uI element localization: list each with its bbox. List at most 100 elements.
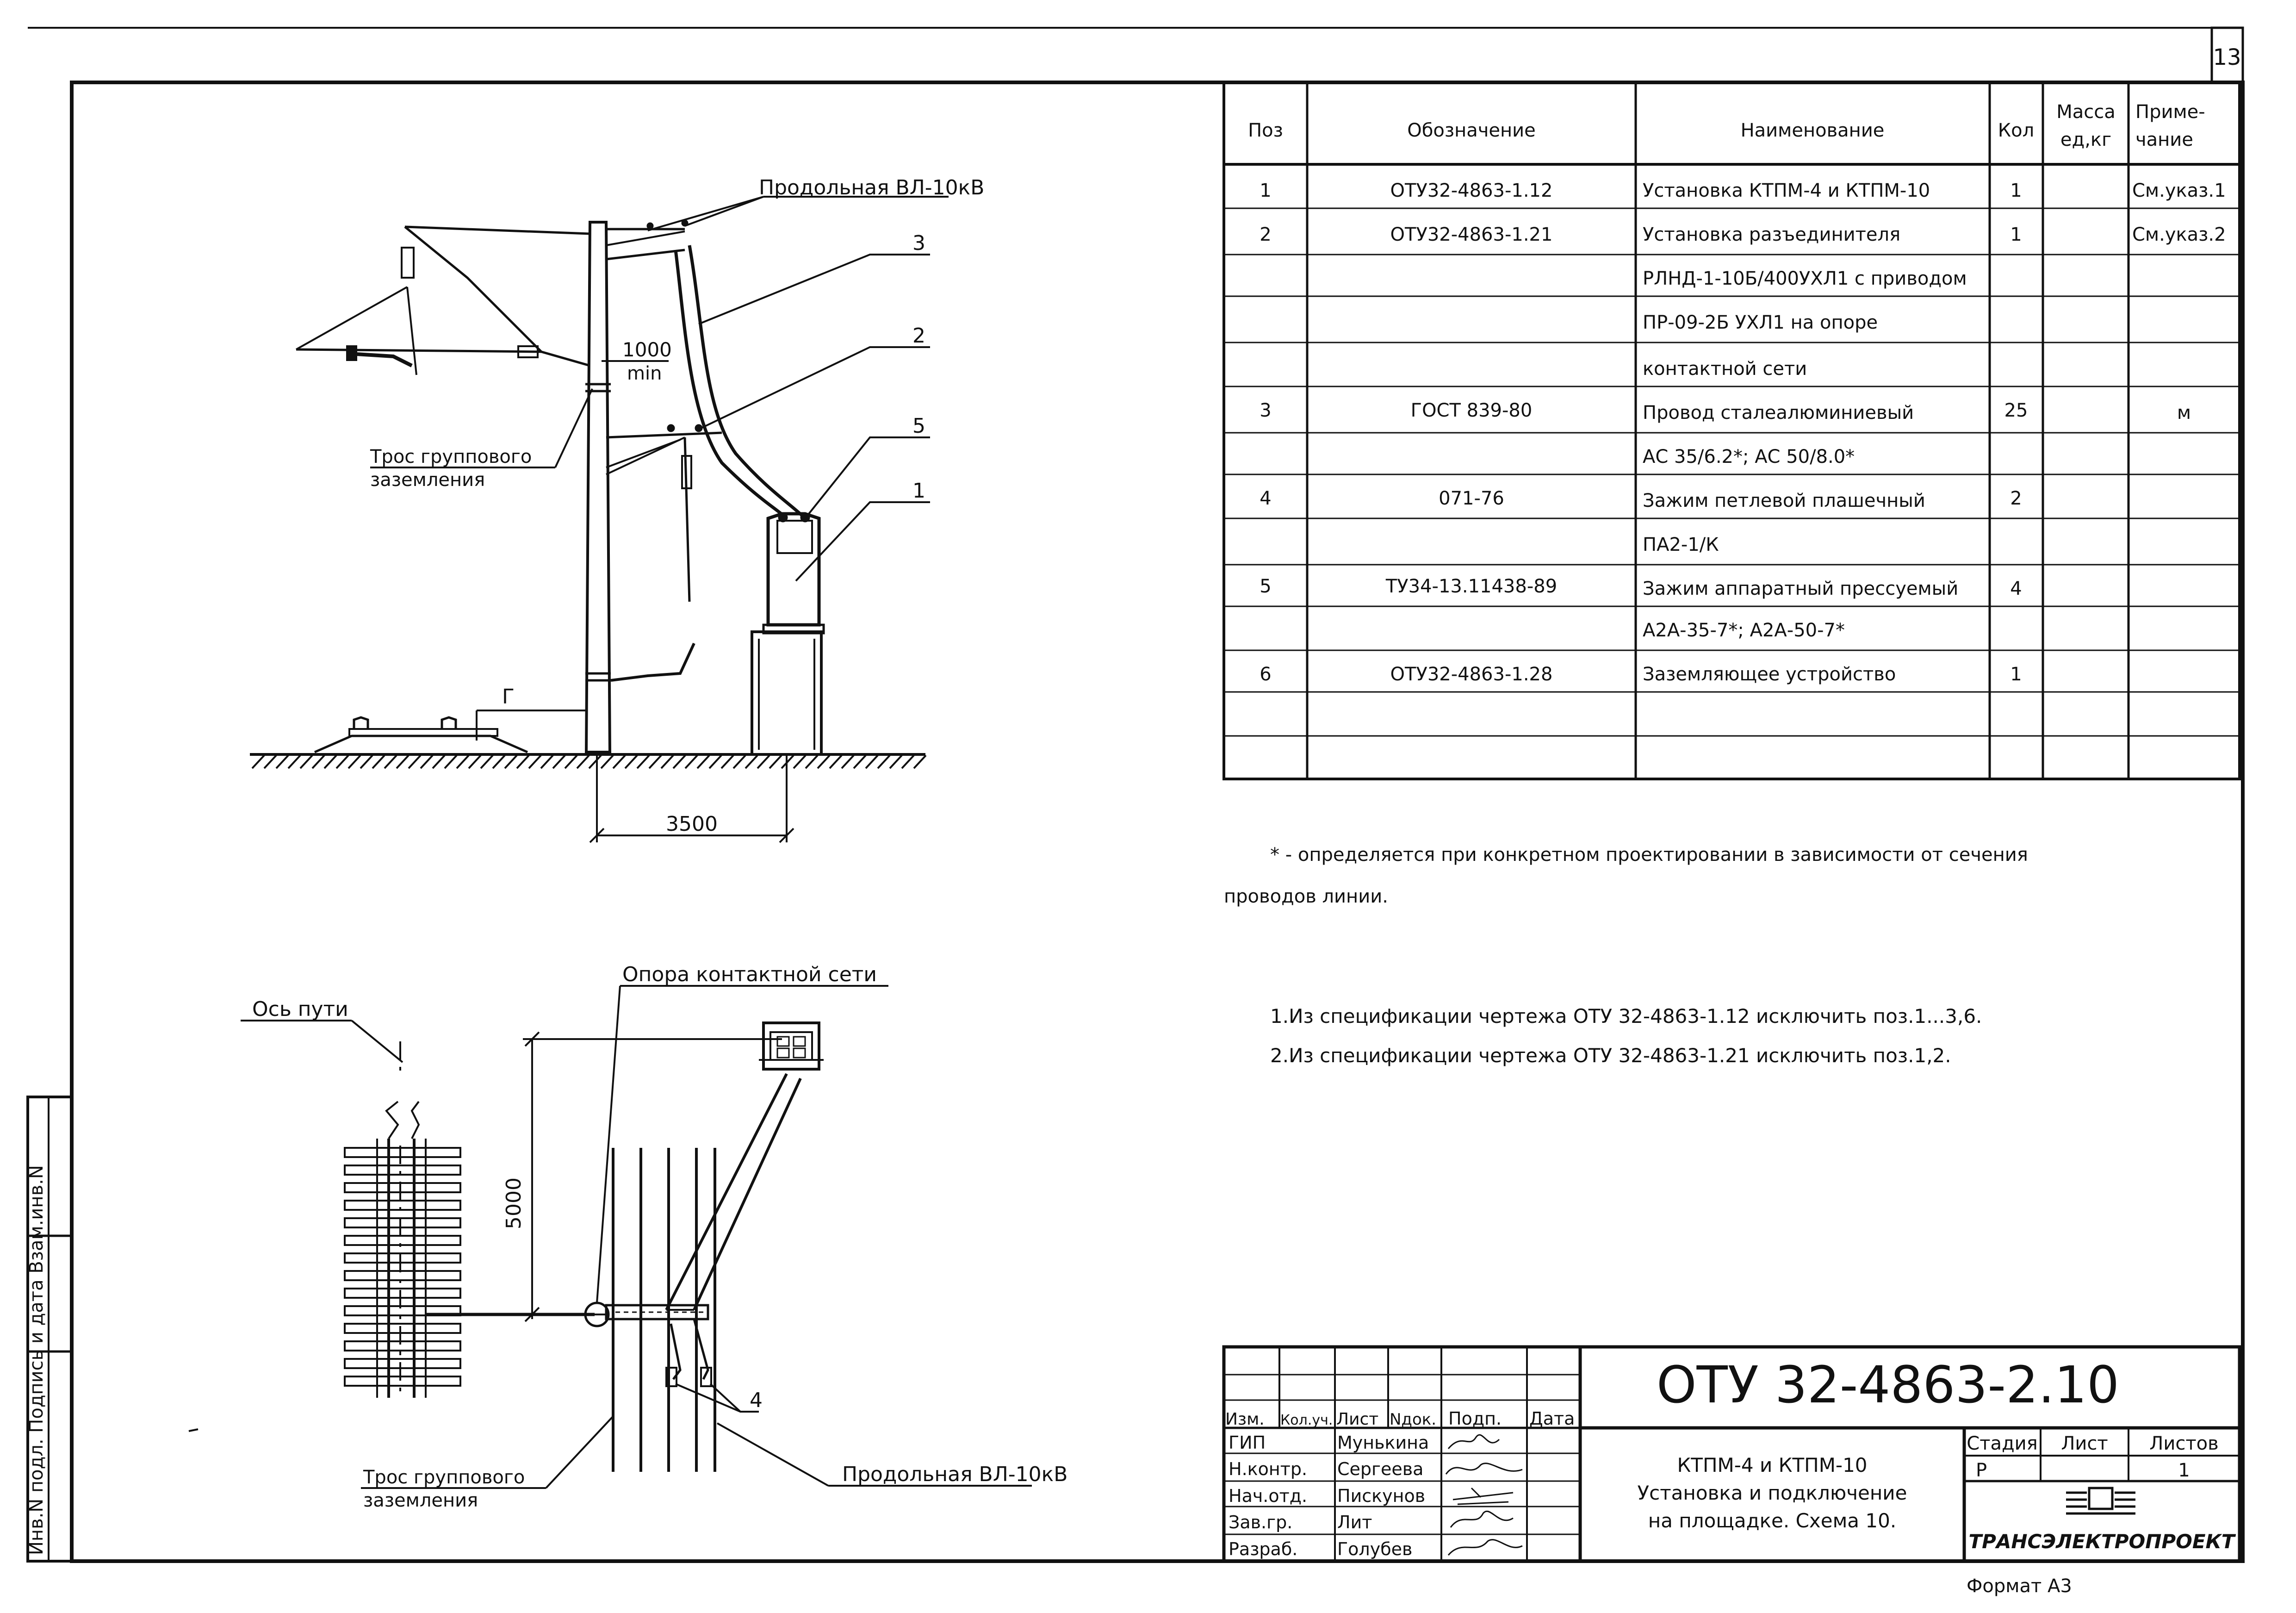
- title-line-1: КТПМ-4 и КТПМ-10: [1677, 1454, 1867, 1476]
- role-label: ГИП: [1229, 1432, 1266, 1453]
- hatch-line: [648, 754, 662, 769]
- hatch-line: [829, 754, 843, 769]
- steel-aluminium-wire: [674, 249, 788, 520]
- dim-min: min: [627, 363, 662, 384]
- col-header-doc: Nдок.: [1390, 1410, 1436, 1429]
- hatch-line: [263, 754, 277, 769]
- cell-designation: ГОСТ 839-80: [1411, 400, 1533, 421]
- hatch-line: [817, 754, 831, 769]
- rail-right: [441, 716, 457, 729]
- table-row: 3 ГОСТ 839-80 Провод сталеалюминиевый 25…: [1260, 400, 2191, 423]
- plan-label-rope-1: Трос группового: [363, 1467, 525, 1488]
- header-note-2: чание: [2135, 129, 2193, 150]
- table-row: контактной сети: [1643, 358, 1807, 380]
- cell-name: контактной сети: [1643, 358, 1807, 380]
- header-name: Наименование: [1741, 120, 1885, 141]
- header-designation: Обозначение: [1407, 120, 1536, 141]
- pos-2-label: 2: [912, 324, 925, 348]
- role-label: Зав.гр.: [1229, 1512, 1292, 1532]
- cantilever-arm: [296, 348, 542, 353]
- table-row: 5 ТУ34-13.11438-89 Зажим аппаратный прес…: [1260, 576, 2022, 599]
- signature-3: [1452, 1487, 1514, 1505]
- hatch-line: [841, 754, 855, 769]
- hatch-line: [552, 754, 566, 769]
- sleeper: [344, 1305, 461, 1316]
- hatch-line: [612, 754, 626, 769]
- hatch-line: [504, 754, 518, 769]
- cantilever-brace: [404, 226, 590, 367]
- role-name: Голубев: [1337, 1539, 1412, 1559]
- hatch-line: [275, 754, 289, 769]
- hatch-line: [889, 754, 903, 769]
- note-1: 1.Из спецификации чертежа ОТУ 32-4863-1.…: [1270, 1005, 1982, 1028]
- col-header-sign: Подп.: [1448, 1408, 1502, 1429]
- side-stamp: Инв.N подл. Подпись и дата Взам.инв.N: [26, 1165, 47, 1555]
- org-name: ТРАНСЭЛЕКТРОПРОЕКТ: [1968, 1530, 2236, 1553]
- cell-note: м: [2177, 402, 2191, 423]
- hatch-line: [588, 754, 602, 769]
- clamp: [346, 345, 357, 361]
- cell-name: Зажим аппаратный прессуемый: [1643, 578, 1958, 599]
- cantilever-top: [404, 225, 590, 235]
- header-qty: Кол: [1998, 120, 2034, 141]
- ktpm-plan: [762, 1021, 820, 1071]
- hatch-line: [732, 754, 746, 769]
- title-block-grid: [1222, 1345, 2241, 1563]
- table-row: 4 071-76 Зажим петлевой плашечный 2: [1260, 488, 2022, 511]
- pos-1-label: 1: [912, 479, 925, 503]
- ground-hatching: [251, 754, 927, 769]
- note-2: 2.Из спецификации чертежа ОТУ 32-4863-1.…: [1270, 1044, 1951, 1067]
- title-line-2: Установка и подключение: [1638, 1482, 1907, 1504]
- elevation-label-line: Продольная ВЛ-10кВ: [759, 176, 984, 199]
- hatch-line: [576, 754, 590, 769]
- sleepers: [344, 1147, 461, 1387]
- cell-pos: 3: [1260, 400, 1271, 421]
- hatch-line: [853, 754, 867, 769]
- sleeper: [344, 1147, 461, 1158]
- hatch-line: [384, 754, 397, 769]
- traverse-lower: [606, 431, 722, 439]
- role-name: Мунькина: [1337, 1432, 1429, 1453]
- role-label: Н.контр.: [1229, 1459, 1307, 1479]
- hatch-line: [311, 754, 325, 769]
- title-line-3: на площадке. Схема 10.: [1648, 1509, 1896, 1532]
- role-name: Лит: [1337, 1512, 1372, 1532]
- hatch-line: [480, 754, 494, 769]
- role-name: Пискунов: [1337, 1486, 1425, 1506]
- cell-qty: 2: [2010, 488, 2022, 509]
- insulator: [401, 247, 415, 279]
- hatch-line: [372, 754, 385, 769]
- cell-name: ПР-09-2Б УХЛ1 на опоре: [1643, 312, 1878, 333]
- hatch-line: [624, 754, 638, 769]
- rail-embankment: [314, 735, 528, 754]
- hatch-line: [805, 754, 819, 769]
- title-block-headers: Изм. Кол.уч. Лист Nдок. Подп. Дата: [1225, 1408, 1575, 1429]
- pos-4-label: 4: [750, 1389, 763, 1412]
- insulator-pin: [646, 222, 654, 230]
- cell-qty: 1: [2010, 224, 2022, 245]
- sleeper: [344, 1182, 461, 1193]
- ktpm-bushings: [776, 520, 813, 554]
- hatch-line: [492, 754, 506, 769]
- footnote-line-1: * - определяется при конкретном проектир…: [1270, 844, 2028, 866]
- dim-3500: 3500: [666, 812, 718, 836]
- cell-name: Заземляющее устройство: [1643, 664, 1896, 685]
- catenary-left: [296, 286, 408, 350]
- table-row: ПР-09-2Б УХЛ1 на опоре: [1643, 312, 1878, 333]
- cell-name: РЛНД-1-10Б/400УХЛ1 с приводом: [1643, 268, 1967, 289]
- hatch-line: [865, 754, 879, 769]
- col-header-sheet: Лист: [1336, 1410, 1378, 1429]
- elevation-label-rope-2: заземления: [370, 469, 485, 491]
- hatch-line: [360, 754, 373, 769]
- plan-view: [188, 985, 1032, 1489]
- role-name: Сергеева: [1337, 1459, 1423, 1479]
- dim-1000: 1000: [622, 338, 672, 361]
- hatch-line: [877, 754, 891, 769]
- insulator: [517, 345, 539, 358]
- cell-qty: 25: [2004, 400, 2028, 421]
- cell-name: Установка разъединителя: [1643, 224, 1900, 245]
- hatch-line: [528, 754, 542, 769]
- plan-label-line: Продольная ВЛ-10кВ: [842, 1463, 1067, 1486]
- dropper: [406, 286, 417, 375]
- hatch-line: [793, 754, 807, 769]
